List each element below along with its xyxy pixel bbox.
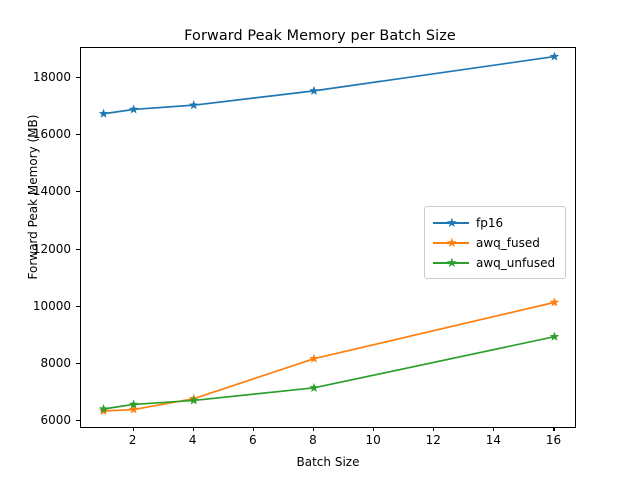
x-axis-title: Batch Size (296, 455, 360, 469)
legend-item-label: awq_fused (476, 236, 540, 250)
series-canvas (98, 51, 560, 416)
y-axis-title: Forward Peak Memory (MB) (26, 114, 40, 280)
star-marker-icon: ★ (446, 255, 458, 271)
legend[interactable]: ★ fp16 ★ awq_fused ★ awq_unfused (424, 206, 566, 279)
star-marker-icon: ★ (446, 215, 458, 231)
series-marker (98, 403, 109, 414)
series-line (103, 335, 555, 410)
series-marker (549, 51, 560, 61)
series-marker (549, 297, 560, 307)
x-tick-label: 12 (425, 433, 441, 447)
legend-item-label: awq_unfused (476, 256, 556, 270)
x-tick-label: 4 (188, 433, 197, 447)
series-marker (188, 395, 199, 405)
x-tick-label: 16 (545, 433, 562, 447)
x-tick-label: 6 (249, 433, 257, 447)
legend-item[interactable]: ★ fp16 (433, 213, 557, 233)
series-marker (128, 404, 139, 414)
series-marker (549, 331, 560, 341)
plot-area (80, 47, 576, 428)
legend-line (433, 262, 469, 264)
x-tick-label: 14 (485, 433, 501, 447)
legend-item[interactable]: ★ awq_unfused (433, 253, 557, 273)
series-marker (309, 382, 319, 392)
series-marker (309, 353, 319, 363)
legend-item-label: fp16 (476, 216, 504, 230)
y-tick-label: 8000 (40, 355, 71, 370)
legend-item[interactable]: ★ awq_fused (433, 233, 557, 253)
x-tick-label: 8 (309, 433, 317, 447)
y-tick-label: 6000 (40, 412, 71, 427)
legend-swatch: ★ (433, 236, 469, 250)
legend-line (433, 222, 469, 224)
x-tick-label: 2 (128, 433, 137, 447)
legend-swatch: ★ (433, 256, 469, 270)
series-marker (309, 85, 319, 95)
chart-title: Forward Peak Memory per Batch Size (184, 28, 456, 44)
legend-line (433, 242, 469, 244)
series-marker (188, 100, 199, 110)
x-tick-label: 10 (365, 433, 381, 447)
legend-swatch: ★ (433, 216, 469, 230)
series-marker (128, 104, 139, 114)
series-marker (128, 399, 139, 409)
series-marker (98, 108, 109, 118)
series-line (103, 55, 555, 115)
star-marker-icon: ★ (446, 235, 458, 251)
series-line (103, 301, 555, 412)
